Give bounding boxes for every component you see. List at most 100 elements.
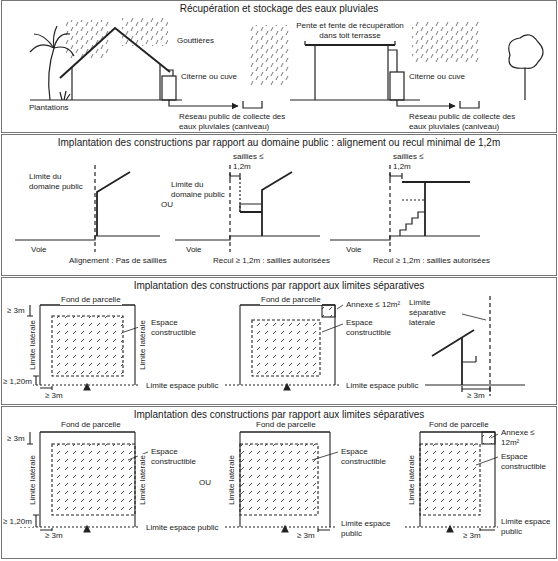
tree bbox=[509, 35, 543, 100]
setback-stairs-sketch bbox=[330, 165, 480, 252]
pitched-roof-house-stroke bbox=[243, 101, 262, 108]
annotation-label: Limite espace public bbox=[145, 523, 219, 533]
annotation-label: ≥ 3m bbox=[44, 391, 64, 401]
parcel-plan-annex-stroke bbox=[420, 444, 480, 515]
pitched-roof-house-stroke bbox=[60, 28, 170, 78]
rain-stroke bbox=[412, 22, 480, 62]
parcel-plan-stroke bbox=[134, 305, 135, 385]
alignment-sketch-stroke bbox=[15, 236, 160, 240]
annotation-label: OU bbox=[198, 478, 212, 488]
annotation-label: Limite espace public bbox=[345, 381, 419, 391]
side-elevation-stroke bbox=[462, 314, 486, 320]
pitched-roof-house bbox=[30, 28, 262, 108]
parcel-plan-stroke bbox=[40, 431, 135, 433]
parcel-plan-stroke bbox=[240, 431, 330, 433]
parcel-plan-stroke bbox=[52, 444, 135, 515]
setback-balcony-sketch-stroke bbox=[240, 204, 262, 212]
annotation-label: ≥ 3m bbox=[462, 531, 482, 541]
parcel-plan-stroke bbox=[33, 515, 39, 527]
flat-roof-house bbox=[290, 41, 479, 108]
parcel-plan-stroke bbox=[27, 432, 33, 444]
parcel-plan-annex-stroke bbox=[225, 384, 340, 385]
side-elevation-stroke bbox=[489, 296, 490, 396]
setback-stairs-sketch-stroke bbox=[424, 182, 426, 236]
setback-stairs-sketch-stroke bbox=[390, 173, 402, 179]
alignment-sketch bbox=[15, 165, 160, 252]
annotation-label: Fond de parcelle bbox=[60, 295, 122, 305]
annotation-label: Espace constructible bbox=[340, 447, 394, 467]
annotation-label: ≥ 3m bbox=[44, 531, 64, 541]
palm-tree-stroke bbox=[54, 47, 74, 56]
alignment-sketch-stroke bbox=[94, 165, 95, 252]
annotation-label: saillies ≤ 1,2m bbox=[392, 152, 436, 172]
annotation-label: ≥ 3m bbox=[296, 531, 316, 541]
annotation-label: ≥ 3m bbox=[6, 306, 26, 316]
annotation-label: Recul ≥ 1,2m : saillies autorisées bbox=[372, 256, 491, 266]
rain-stroke bbox=[122, 18, 168, 46]
parcel-plan-annex bbox=[405, 432, 498, 532]
annotation-label: Limite séparative latérale bbox=[408, 298, 462, 328]
tree-stroke bbox=[524, 68, 525, 100]
parcel-plan-stroke bbox=[84, 526, 90, 532]
flat-roof-house-stroke bbox=[305, 44, 395, 46]
annotation-label: Limite espace public bbox=[340, 519, 398, 539]
parcel-plan bbox=[225, 432, 338, 532]
parcel-plan-stroke bbox=[240, 444, 318, 515]
parcel-plan-stroke bbox=[318, 528, 330, 532]
annotation-label: ≥ 3m bbox=[6, 434, 26, 444]
annotation-label: Gouttières bbox=[176, 36, 215, 46]
parcel-plan-annex-stroke bbox=[337, 305, 343, 309]
palm-tree-stroke bbox=[53, 26, 57, 48]
annotation-label: Réseau public de collecte des eaux pluvi… bbox=[178, 112, 300, 132]
side-elevation-stroke bbox=[432, 330, 474, 356]
parcel-plan bbox=[20, 305, 148, 390]
annotation-label: Alignement : Pas de saillies bbox=[68, 256, 168, 266]
rain bbox=[66, 18, 480, 85]
flat-roof-house-stroke bbox=[390, 72, 404, 100]
setback-balcony-sketch bbox=[175, 165, 320, 252]
annotation-label: saillies ≤ 1,2m bbox=[232, 152, 276, 172]
parcel-plan-stroke bbox=[52, 316, 123, 376]
setback-balcony-sketch-stroke bbox=[230, 173, 240, 179]
parcel-plan-stroke bbox=[20, 384, 140, 385]
parcel-plan-stroke bbox=[39, 305, 40, 385]
palm-tree-stroke bbox=[60, 91, 70, 100]
palm-tree-stroke bbox=[49, 48, 54, 100]
parcel-plan-stroke bbox=[329, 432, 330, 527]
tree-stroke bbox=[509, 35, 543, 69]
flat-roof-house-stroke bbox=[290, 99, 420, 100]
annotation-label: Recul ≥ 1,2m : saillies autorisées bbox=[212, 256, 331, 266]
side-elevation-stroke bbox=[425, 384, 525, 385]
setback-balcony-sketch-stroke bbox=[239, 178, 240, 214]
rotated-label: Limite latérale bbox=[138, 454, 148, 506]
setback-stairs-sketch-stroke bbox=[400, 212, 425, 236]
pitched-roof-house-stroke bbox=[167, 70, 173, 76]
flat-roof-house-stroke bbox=[314, 45, 315, 100]
parcel-plan-annex-stroke bbox=[494, 432, 495, 527]
setback-stairs-sketch-stroke bbox=[402, 181, 470, 183]
pitched-roof-house-stroke bbox=[169, 100, 238, 106]
annotation-label: Espace constructible bbox=[150, 447, 204, 467]
annotation-label: Espace constructible bbox=[345, 318, 399, 338]
annotation-label: Espace constructible bbox=[150, 318, 204, 338]
rain-stroke bbox=[250, 25, 290, 85]
annotation-label: Annexe ≤ 12m² bbox=[500, 428, 554, 448]
palm-tree-stroke bbox=[54, 34, 70, 48]
annotation-label: Voie bbox=[345, 245, 363, 255]
annotation-label: ≥ 1,20m bbox=[2, 377, 33, 387]
parcel-plan-annex-stroke bbox=[480, 528, 495, 532]
annotation-label: Limite du domaine public bbox=[28, 172, 92, 192]
annotation-label: ≥ 1,20m bbox=[2, 517, 33, 527]
palm-tree-stroke bbox=[34, 34, 54, 48]
annotation-label: Limite espace public bbox=[145, 381, 219, 391]
parcel-plan-annex bbox=[225, 305, 343, 390]
flat-roof-house-stroke bbox=[397, 100, 455, 106]
palm-tree-stroke bbox=[30, 45, 54, 52]
parcel-plan-stroke bbox=[312, 452, 338, 460]
pitched-roof-house-stroke bbox=[30, 99, 182, 100]
parcel-plan-annex-stroke bbox=[239, 305, 240, 385]
annotation-label: Voie bbox=[185, 245, 203, 255]
pitched-roof-house-stroke bbox=[71, 67, 72, 100]
setback-stairs-sketch-stroke bbox=[330, 236, 480, 240]
setback-balcony-sketch-stroke bbox=[240, 211, 262, 213]
